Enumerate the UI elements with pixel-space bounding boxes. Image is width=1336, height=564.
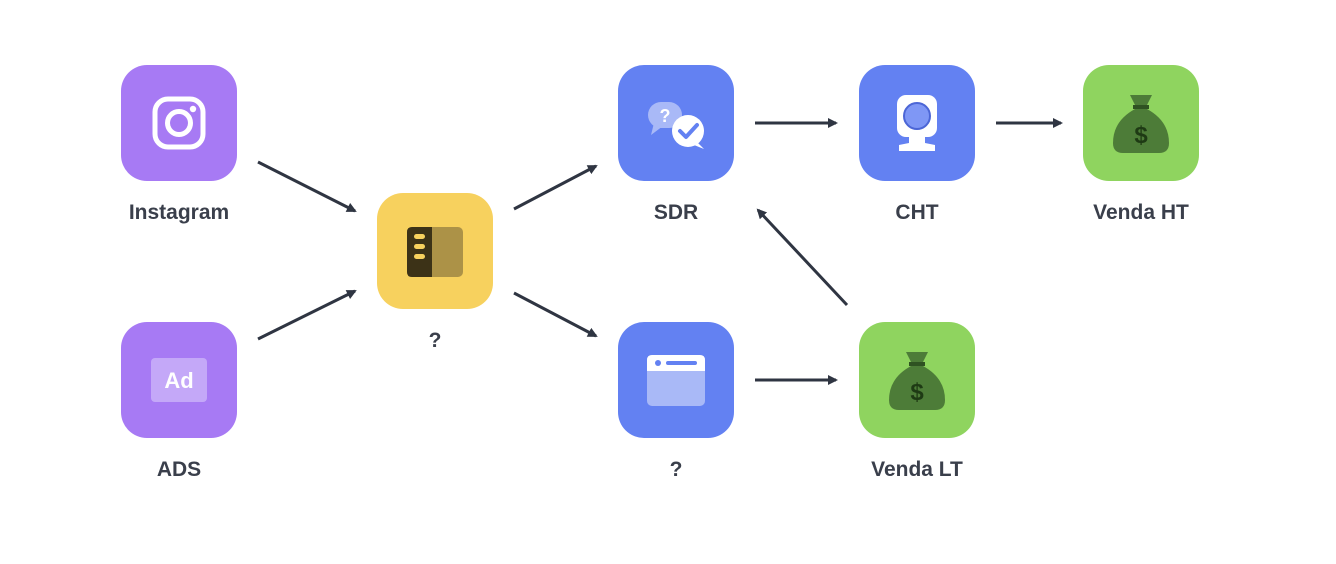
arrow-ads-to-hub	[257, 289, 357, 341]
node-hub[interactable]	[377, 193, 493, 309]
drawer-list-icon	[407, 227, 463, 277]
money-bag-icon: $	[1113, 95, 1169, 153]
node-sdr[interactable]: ?	[618, 65, 734, 181]
label-page: ?	[669, 458, 683, 481]
chat-question-icon: ?	[648, 102, 704, 149]
money-bag-icon: $	[889, 352, 945, 410]
arrow-hub-to-sdr	[513, 164, 598, 211]
arrow-instagram-to-hub	[257, 160, 357, 213]
instagram-icon	[152, 96, 206, 150]
label-venda-lt: Venda LT	[871, 458, 963, 481]
node-venda-lt[interactable]: $	[859, 322, 975, 438]
arrow-hub-to-page	[513, 291, 598, 338]
node-ads[interactable]: Ad	[121, 322, 237, 438]
label-sdr: SDR	[653, 201, 699, 224]
svg-text:?: ?	[660, 106, 671, 126]
label-cht: CHT	[895, 201, 939, 224]
node-instagram[interactable]	[121, 65, 237, 181]
webcam-icon	[897, 95, 937, 151]
svg-text:$: $	[910, 379, 924, 406]
label-ads: ADS	[156, 458, 202, 481]
node-page[interactable]	[618, 322, 734, 438]
svg-text:Ad: Ad	[164, 368, 193, 393]
label-instagram: Instagram	[128, 201, 230, 224]
label-venda-ht: Venda HT	[1093, 201, 1189, 224]
ad-icon: Ad	[151, 358, 207, 402]
svg-text:$: $	[1134, 122, 1148, 149]
browser-window-icon	[647, 355, 705, 406]
node-cht[interactable]	[859, 65, 975, 181]
node-venda-ht[interactable]: $	[1083, 65, 1199, 181]
arrow-venda-lt-to-sdr	[756, 208, 849, 307]
label-hub: ?	[428, 329, 442, 352]
